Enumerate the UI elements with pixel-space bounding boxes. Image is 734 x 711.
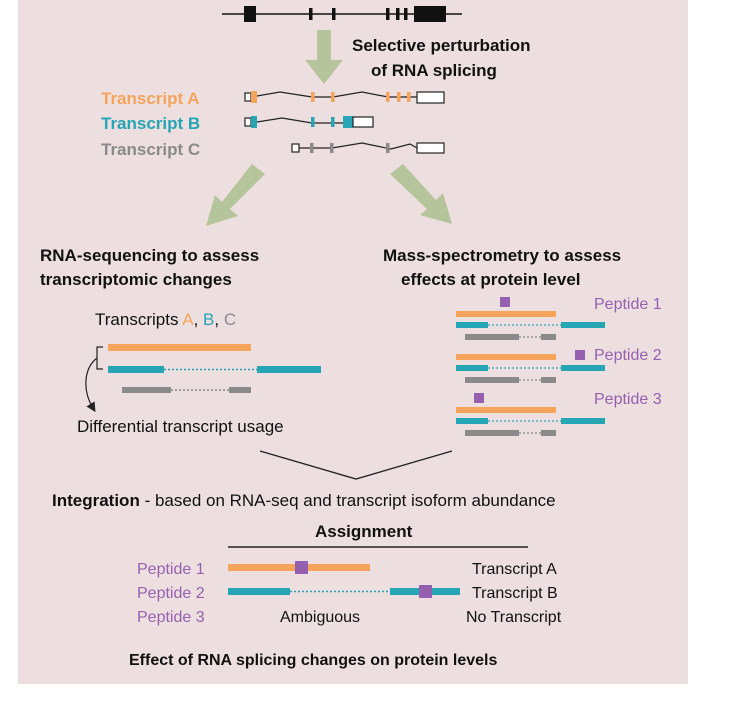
rna-seq-reads xyxy=(108,344,321,393)
rna-seq-title-line1: RNA-sequencing to assess xyxy=(40,246,259,265)
ms-peptide-2-label: Peptide 2 xyxy=(594,347,662,364)
assign-peptide-1: Peptide 1 xyxy=(137,561,205,578)
integration-bold: Integration xyxy=(52,491,140,510)
legend-b: B xyxy=(203,310,214,329)
legend-sep-1: , xyxy=(194,310,203,329)
assign-middle-3: Ambiguous xyxy=(280,609,360,626)
peptide-2-group xyxy=(456,350,605,383)
ms-peptide-3-label: Peptide 3 xyxy=(594,391,662,408)
assign-result-2: Transcript B xyxy=(472,585,558,602)
integration-text: Integration - based on RNA-seq and trans… xyxy=(52,491,556,510)
right-branch-arrow-icon xyxy=(390,164,452,224)
legend-a: A xyxy=(182,310,194,329)
ms-peptide-1-label: Peptide 1 xyxy=(594,296,662,313)
transcripts-legend: Transcripts A, B, C xyxy=(95,310,236,329)
transcript-c-label: Transcript C xyxy=(101,140,200,159)
bracket-arrow-icon xyxy=(85,346,103,413)
gene-model xyxy=(222,6,462,22)
integration-rest: - based on RNA-seq and transcript isofor… xyxy=(140,491,556,510)
peptide-1-group xyxy=(456,297,605,340)
legend-prefix: Transcripts xyxy=(95,310,182,329)
integration-connector xyxy=(259,450,453,480)
transcript-b-model xyxy=(244,116,374,128)
assignment-heading: Assignment xyxy=(315,522,413,541)
perturbation-label-line1: Selective perturbation xyxy=(352,36,531,55)
assign-result-1: Transcript A xyxy=(472,561,557,578)
peptide-3-group xyxy=(456,393,605,436)
perturbation-label-line2: of RNA splicing xyxy=(371,61,497,80)
mass-spec-title-line1: Mass-spectrometry to assess xyxy=(383,246,621,265)
mass-spec-title-line2: effects at protein level xyxy=(401,270,581,289)
transcript-b-label: Transcript B xyxy=(101,114,200,133)
assign-row-1-graphic xyxy=(228,561,370,574)
legend-c: C xyxy=(224,310,236,329)
left-branch-arrow-icon xyxy=(206,164,265,226)
differential-usage-caption: Differential transcript usage xyxy=(77,417,284,436)
splicing-arrow-icon xyxy=(305,30,343,84)
assign-peptide-3: Peptide 3 xyxy=(137,609,205,626)
transcript-a-label: Transcript A xyxy=(101,89,200,108)
assign-row-2-graphic xyxy=(228,585,460,598)
transcript-a-model xyxy=(244,91,445,104)
footer-conclusion: Effect of RNA splicing changes on protei… xyxy=(129,652,497,669)
transcript-c-model xyxy=(291,142,445,154)
legend-sep-2: , xyxy=(214,310,223,329)
rna-seq-title-line2: transcriptomic changes xyxy=(40,270,232,289)
assign-peptide-2: Peptide 2 xyxy=(137,585,205,602)
assign-result-3: No Transcript xyxy=(466,609,562,626)
